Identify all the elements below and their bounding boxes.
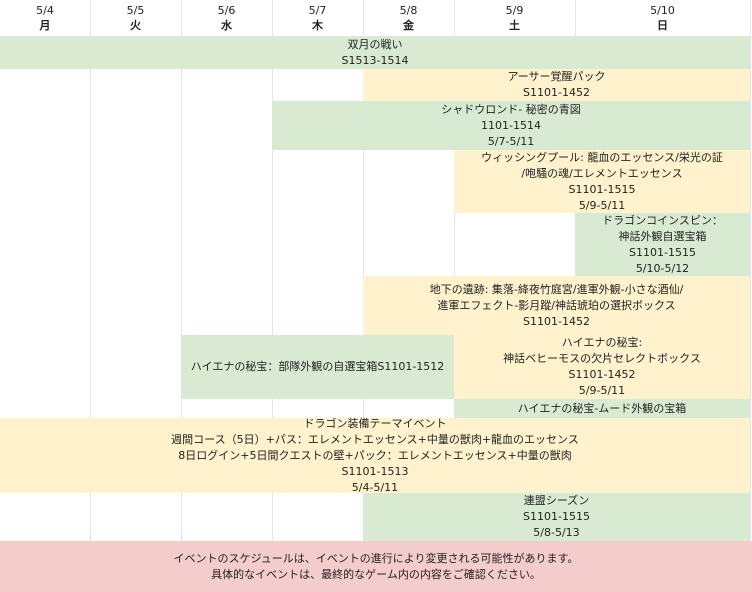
day-weekday: 日 — [657, 19, 668, 32]
event-line: S1101-1452 — [523, 86, 590, 99]
event-line: 5/8-5/13 — [533, 526, 580, 539]
notice-line: 具体的なイベントは、最終的なゲーム内の内容をご確認ください。 — [211, 567, 541, 581]
schedule-notice: イベントのスケジュールは、イベントの進行により変更される可能性があります。 具体… — [0, 541, 752, 592]
event-bar: ドラゴンコインスピン： 神話外観自選宝箱 S1101-1515 5/10-5/1… — [575, 213, 750, 276]
day-weekday: 金 — [403, 19, 414, 32]
day-date: 5/6 — [217, 4, 236, 17]
event-line: S1101-1452 — [523, 314, 590, 328]
day-weekday: 火 — [130, 19, 141, 32]
grid-line — [272, 0, 273, 592]
day-column-header: 5/9 土 — [454, 0, 575, 36]
grid-row-line — [0, 36, 752, 37]
day-column-header: 5/10 日 — [575, 0, 750, 36]
grid-line — [181, 0, 182, 592]
event-line: S1101-1452 — [568, 368, 636, 381]
day-date: 5/7 — [308, 4, 327, 17]
event-line: S1101-1515 — [568, 182, 636, 196]
day-date: 5/5 — [126, 4, 145, 17]
event-bar: ウィッシングプール: 龍血のエッセンス/栄光の証 /咆騒の魂/エレメントエッセン… — [454, 150, 750, 213]
day-date: 5/4 — [36, 4, 54, 17]
event-line: 進軍エフェクト-影月蹤/神話琥珀の選択ボックス — [437, 298, 676, 312]
day-date: 5/10 — [650, 4, 675, 17]
day-column-header: 5/5 火 — [90, 0, 181, 36]
event-line: 週間コース（5日）+パス：エレメントエッセンス+中量の獣肉+龍血のエッセンス — [171, 432, 579, 446]
event-bar: 双月の戦い S1513-1514 — [0, 37, 750, 69]
event-line: 5/9-5/11 — [578, 198, 626, 212]
event-bar: シャドウロンド- 秘密の青図 1101-1514 5/7-5/11 — [272, 101, 750, 150]
event-line: ドラゴンコインスピン： — [602, 213, 723, 227]
event-bar: ハイエナの秘宝：部隊外観の自選宝箱S1101-1512 — [181, 335, 454, 399]
event-line: /咆騒の魂/エレメントエッセンス — [521, 166, 683, 180]
day-column-header: 5/6 水 — [181, 0, 272, 36]
notice-line: イベントのスケジュールは、イベントの進行により変更される可能性があります。 — [173, 551, 579, 565]
event-line: 5/4-5/11 — [351, 480, 399, 494]
grid-line — [750, 0, 751, 592]
event-line: S1101-1515 — [523, 510, 590, 523]
day-column-header: 5/8 金 — [363, 0, 454, 36]
event-line: シャドウロンド- 秘密の青図 — [441, 102, 581, 116]
event-line: 神話外観自選宝箱 — [618, 229, 707, 243]
day-weekday: 水 — [221, 19, 232, 32]
event-bar: 地下の遺跡: 集落-絳夜竹庭宮/進軍外観-小さな酒仙/ 進軍エフェクト-影月蹤/… — [363, 276, 750, 335]
day-column-header: 5/7 木 — [272, 0, 363, 36]
event-line: ウィッシングプール: 龍血のエッセンス/栄光の証 — [481, 150, 723, 164]
event-line: 神話ベヒーモスの欠片セレクトボックス — [503, 352, 701, 365]
event-line: ハイエナの秘宝-ムード外観の宝箱 — [517, 401, 687, 415]
grid-line — [90, 0, 91, 592]
event-line: 5/7-5/11 — [487, 134, 535, 148]
day-weekday: 木 — [312, 19, 323, 32]
event-line: S1101-1515 — [629, 245, 696, 259]
event-line: アーサー覚醒パック — [507, 70, 606, 83]
event-bar: ドラゴン装備テーマイベント 週間コース（5日）+パス：エレメントエッセンス+中量… — [0, 416, 750, 494]
event-bar: 連盟シーズン S1101-1515 5/8-5/13 — [363, 493, 750, 541]
day-weekday: 月 — [39, 19, 51, 32]
event-line: 双月の戦い — [347, 38, 403, 51]
event-line: ハイエナの秘宝: — [561, 336, 643, 349]
event-line: 5/9-5/11 — [578, 384, 626, 397]
event-line: S1513-1514 — [341, 54, 409, 67]
event-line: 5/10-5/12 — [635, 261, 690, 275]
event-line: S1101-1513 — [341, 464, 409, 478]
event-bar: アーサー覚醒パック S1101-1452 — [363, 69, 750, 101]
event-line: 8日ログイン+5日間クエストの壁+パック：エレメントエッセンス+中量の獣肉 — [178, 448, 572, 462]
day-date: 5/8 — [399, 4, 418, 17]
day-weekday: 土 — [509, 19, 520, 32]
event-line: 連盟シーズン — [523, 494, 590, 507]
event-line: ドラゴン装備テーマイベント — [303, 416, 447, 430]
event-bar: ハイエナの秘宝-ムード外観の宝箱 — [454, 399, 750, 418]
event-line: ハイエナの秘宝：部隊外観の自選宝箱S1101-1512 — [190, 360, 445, 373]
day-date: 5/9 — [505, 4, 524, 17]
event-line: 1101-1514 — [481, 118, 541, 132]
day-column-header: 5/4 月 — [0, 0, 90, 36]
event-line: 地下の遺跡: 集落-絳夜竹庭宮/進軍外観-小さな酒仙/ — [429, 282, 684, 296]
event-bar: ハイエナの秘宝: 神話ベヒーモスの欠片セレクトボックス S1101-1452 5… — [454, 335, 750, 399]
